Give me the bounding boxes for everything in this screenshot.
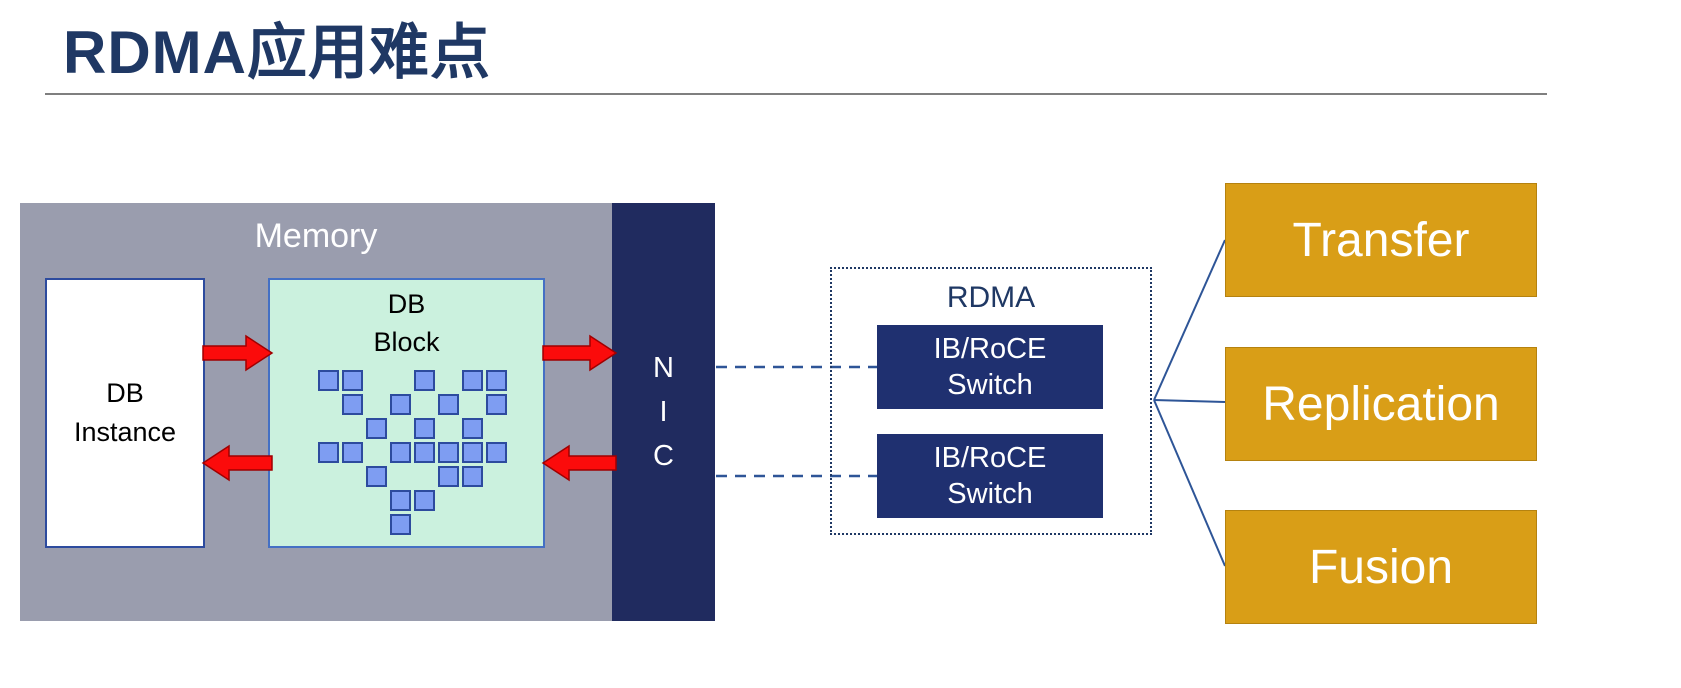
db-block-square [462, 442, 483, 463]
db-block-square [414, 442, 435, 463]
db-block-square [486, 370, 507, 391]
rdma-group-box: RDMA [830, 267, 1152, 535]
db-block-box: DB Block [268, 278, 545, 548]
fan-line-transfer [1153, 239, 1226, 401]
rdma-label: RDMA [946, 281, 1036, 314]
db-block-square [318, 442, 339, 463]
memory-label: Memory [254, 217, 378, 255]
db-block-square [438, 442, 459, 463]
db-block-square [462, 466, 483, 487]
output-fusion: Fusion [1225, 510, 1537, 624]
db-instance-box: DB Instance [45, 278, 205, 548]
db-block-square [462, 370, 483, 391]
db-block-square [342, 394, 363, 415]
db-block-square [318, 370, 339, 391]
db-block-square [438, 466, 459, 487]
db-block-square [390, 490, 411, 511]
fan-line-fusion [1153, 399, 1226, 567]
nic-box: N I C [612, 203, 715, 621]
ib-roce-switch-2: IB/RoCE Switch [877, 434, 1103, 518]
title-divider [45, 93, 1547, 95]
db-block-square [462, 418, 483, 439]
db-block-square [486, 394, 507, 415]
db-block-square [390, 442, 411, 463]
db-block-square [486, 442, 507, 463]
fan-line-replication [1153, 399, 1226, 403]
db-block-square [438, 394, 459, 415]
db-block-square [414, 418, 435, 439]
db-block-square [414, 370, 435, 391]
output-replication: Replication [1225, 347, 1537, 461]
db-block-label: DB Block [373, 289, 440, 357]
output-transfer: Transfer [1225, 183, 1537, 297]
page-title: RDMA应用难点 [63, 19, 491, 86]
db-block-square [366, 466, 387, 487]
db-block-square [366, 418, 387, 439]
db-block-square [390, 514, 411, 535]
ib-roce-switch-1: IB/RoCE Switch [877, 325, 1103, 409]
nic-label: N I C [653, 352, 674, 472]
db-block-square [342, 442, 363, 463]
db-block-square [390, 394, 411, 415]
db-block-square [414, 490, 435, 511]
db-block-pattern [318, 370, 534, 538]
db-block-square [342, 370, 363, 391]
